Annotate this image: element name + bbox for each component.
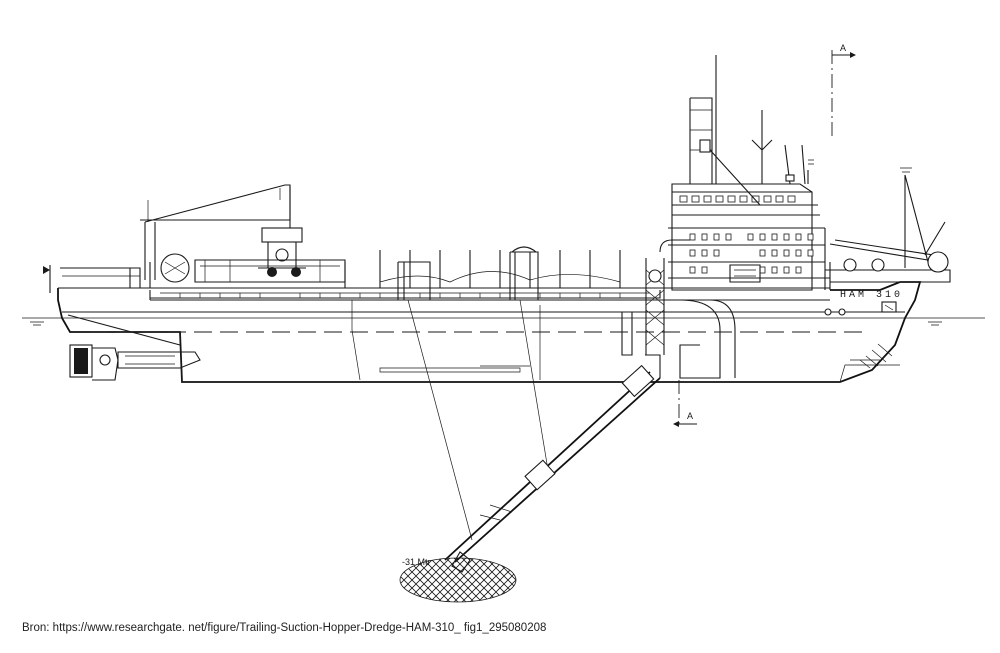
section-marker-top: A [840, 43, 846, 53]
aft-crane [43, 184, 346, 293]
stern-propulsion [69, 344, 201, 381]
dredger-side-elevation-drawing: -31 Mtr [22, 43, 985, 603]
forecastle: HAM 310 [824, 167, 951, 316]
hull [57, 281, 922, 383]
waterline [22, 317, 985, 326]
section-marker-bottom: A [687, 411, 693, 421]
drag-arm [407, 299, 661, 573]
superstructure [668, 55, 831, 291]
ship-name: HAM 310 [840, 290, 903, 301]
depth-label: -31 Mtr [402, 557, 431, 567]
source-caption: Bron: https://www.researchgate. net/figu… [22, 622, 547, 634]
seabed: -31 Mtr [399, 557, 517, 603]
hopper-deck [129, 246, 661, 300]
section-line-a: A A [673, 43, 856, 428]
suction-gantry [621, 239, 736, 379]
